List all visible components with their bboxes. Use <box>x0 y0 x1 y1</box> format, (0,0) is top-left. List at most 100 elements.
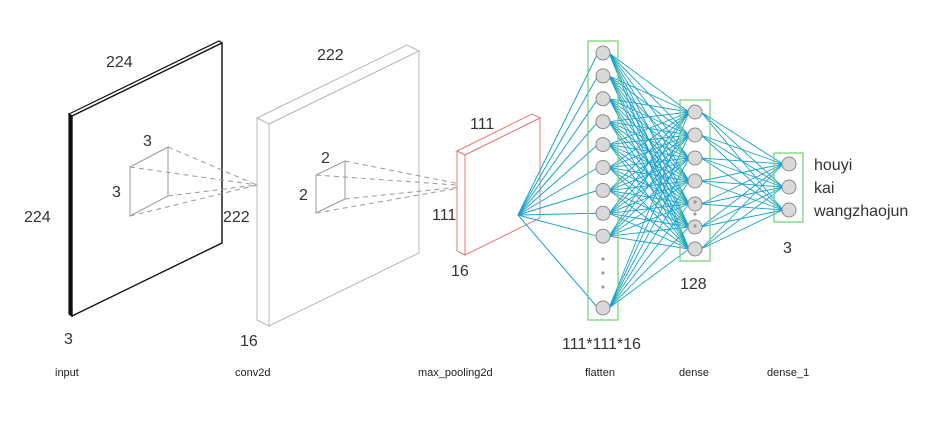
edge-pool-to-flatten <box>517 167 599 216</box>
flatten-neuron <box>595 228 611 244</box>
input-kernel-height-label: 3 <box>112 184 121 201</box>
dense-neuron <box>687 241 703 257</box>
dense-1-size-label: 3 <box>783 240 792 257</box>
flatten-neuron <box>595 114 611 130</box>
layer-label-max-pooling2d: max_pooling2d <box>418 367 493 379</box>
dense-neuron <box>687 173 703 189</box>
layer-label-conv2d: conv2d <box>235 367 270 379</box>
edge-dense-to-output <box>700 209 784 250</box>
conv-kernel-ray <box>344 160 471 187</box>
input-width-label: 224 <box>106 54 133 71</box>
edge-flatten-to-dense <box>608 98 690 113</box>
edge-flatten-to-dense <box>608 248 690 309</box>
edge-pool-to-flatten <box>517 98 599 216</box>
class-label-wangzhaojun: wangzhaojun <box>813 203 908 220</box>
dense-size-label: 128 <box>680 276 707 293</box>
output-neuron <box>781 179 797 195</box>
edge-dense-to-output <box>700 111 784 165</box>
flatten-neuron <box>595 68 611 84</box>
edge-flatten-to-dense <box>608 157 690 309</box>
edge-flatten-to-dense <box>608 111 690 123</box>
edge-pool-to-flatten <box>517 75 599 216</box>
edge-flatten-to-dense <box>608 203 690 237</box>
edge-flatten-to-dense <box>608 180 690 309</box>
edge-pool-to-flatten <box>517 214 599 309</box>
edge-pool-to-flatten <box>517 212 599 216</box>
edge-pool-to-flatten <box>517 214 599 237</box>
edge-pool-to-flatten <box>517 121 599 216</box>
edge-pool-to-flatten <box>517 52 599 216</box>
input-height-label: 224 <box>24 209 51 226</box>
pool-height-label: 111 <box>432 207 456 224</box>
edge-flatten-to-dense <box>608 157 690 237</box>
conv-kernel-width-label: 2 <box>321 150 330 167</box>
layer-label-flatten: flatten <box>585 367 615 379</box>
conv2d-block: 222 222 16 2 2 <box>223 44 471 350</box>
flatten-layer-box <box>587 40 619 321</box>
flatten-neuron <box>595 137 611 153</box>
edge-dense-to-output <box>700 157 784 165</box>
input-kernel-ray <box>167 146 258 186</box>
edge-flatten-to-dense <box>608 134 690 237</box>
conv-kernel-ray <box>315 185 471 214</box>
edge-flatten-to-dense <box>608 203 690 309</box>
edge-flatten-to-dense <box>608 111 690 146</box>
conv-block-front-face <box>268 50 420 327</box>
neuron-nodes <box>595 45 797 316</box>
pool-block-front-face <box>464 117 541 256</box>
flatten-ellipsis-dot <box>601 257 605 261</box>
conv-height-label: 222 <box>223 209 250 226</box>
dense-ellipsis-dot <box>693 212 697 216</box>
pool-depth-label: 16 <box>451 263 469 280</box>
edge-dense-to-output <box>700 186 784 250</box>
flatten-neuron <box>595 91 611 107</box>
dense-ellipsis-dot <box>693 200 697 204</box>
class-label-kai: kai <box>814 180 834 197</box>
dense-1-layer-box <box>773 152 804 223</box>
input-block: 224 224 3 3 3 <box>24 40 258 348</box>
dense-neuron <box>687 150 703 166</box>
class-label-houyi: houyi <box>814 157 852 174</box>
conv-kernel-ray <box>315 174 471 187</box>
layer-label-dense-1: dense_1 <box>767 367 809 379</box>
input-kernel-ray <box>129 166 258 186</box>
edge-flatten-to-dense <box>608 111 690 191</box>
max-pooling2d-block: 111 111 16 <box>432 113 542 280</box>
input-kernel-width-label: 3 <box>143 133 152 150</box>
input-kernel <box>129 146 258 217</box>
edge-dense-to-output <box>700 134 784 165</box>
edge-flatten-to-dense <box>608 111 690 237</box>
input-depth-label: 3 <box>64 331 73 348</box>
output-neuron <box>781 202 797 218</box>
dense-neuron <box>687 127 703 143</box>
input-kernel-ray <box>129 184 258 217</box>
layer-label-input: input <box>55 367 79 379</box>
input-kernel-ray <box>167 184 258 197</box>
dense-neuron <box>687 196 703 212</box>
edge-pool-to-flatten <box>517 144 599 216</box>
edge-flatten-to-dense <box>608 111 690 168</box>
flatten-ellipsis-dot <box>601 271 605 275</box>
edge-flatten-to-dense <box>608 226 690 237</box>
dense-layer-box <box>679 99 711 262</box>
edge-dense-to-output <box>700 163 784 182</box>
flatten-ellipsis-dot <box>601 285 605 289</box>
edge-flatten-to-dense <box>608 111 690 214</box>
conv-kernel-ray <box>344 185 471 200</box>
edge-flatten-to-dense <box>608 134 690 309</box>
flatten-neuron <box>595 45 611 61</box>
edge-dense-to-output <box>700 163 784 250</box>
edge-flatten-to-dense <box>608 235 690 250</box>
edge-flatten-to-dense <box>608 226 690 309</box>
pool-width-label: 111 <box>470 116 494 133</box>
edge-flatten-to-dense <box>608 180 690 237</box>
edge-pool-to-flatten <box>517 189 599 216</box>
dense-neuron <box>687 104 703 120</box>
edge-dense-to-output <box>700 163 784 228</box>
flatten-size-label: 111*111*16 <box>562 336 641 353</box>
conv-width-label: 222 <box>317 47 344 64</box>
output-neuron <box>781 156 797 172</box>
edge-flatten-to-dense <box>608 52 690 113</box>
input-block-front-face <box>71 41 223 318</box>
